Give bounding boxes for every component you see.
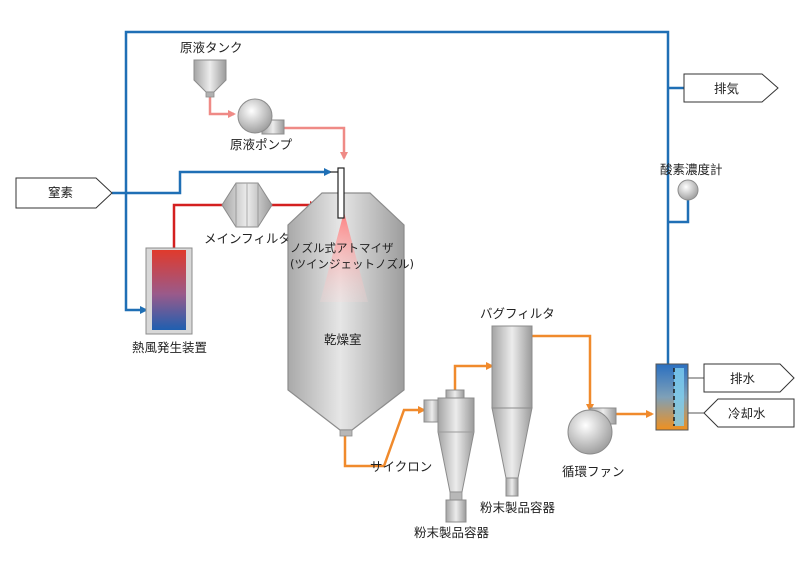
nitrogen-lines bbox=[112, 30, 690, 368]
raw-liquid-pump bbox=[237, 98, 285, 135]
main-filter-label: メインフィルタ bbox=[204, 231, 291, 246]
heater-label: 熱風発生装置 bbox=[132, 340, 207, 355]
drain-water-tag: 排水 bbox=[703, 363, 795, 393]
oxygen-meter bbox=[677, 179, 699, 201]
bagfilter-to-fan-line bbox=[532, 334, 594, 412]
circulation-fan-label: 循環ファン bbox=[562, 464, 625, 479]
nitrogen-label: 窒素 bbox=[48, 185, 73, 200]
powder-container-bag-label: 粉末製品容器 bbox=[480, 500, 556, 515]
liquid-line-tank-pump bbox=[208, 96, 236, 118]
atomizer-label-1: ノズル式アトマイザ bbox=[290, 241, 394, 255]
cooling-water-tag: 冷却水 bbox=[703, 398, 795, 428]
main-filter bbox=[221, 182, 273, 228]
cyclone bbox=[423, 389, 475, 523]
bag-filter-label: バグフィルタ bbox=[480, 306, 555, 321]
raw-pump-label: 原液ポンプ bbox=[230, 137, 293, 152]
powder-lines bbox=[343, 334, 654, 468]
atomizer-label-2: (ツインジェットノズル) bbox=[290, 257, 414, 271]
chamber-to-cyclone-line bbox=[343, 406, 426, 468]
raw-liquid-tank bbox=[193, 59, 227, 98]
spray-cone bbox=[320, 212, 368, 302]
atomizer-nozzle bbox=[330, 167, 345, 219]
cyclone-label: サイクロン bbox=[370, 459, 432, 474]
liquid-line-pump-nozzle bbox=[284, 126, 348, 160]
hot-air-generator bbox=[145, 247, 193, 335]
cyclone-to-bagfilter-line bbox=[453, 362, 494, 394]
drying-chamber bbox=[287, 192, 405, 437]
powder-container-cyclone-label: 粉末製品容器 bbox=[414, 525, 490, 540]
exhaust-label: 排気 bbox=[714, 81, 739, 96]
oxygen-meter-line bbox=[668, 200, 690, 224]
nitrogen-loop-line bbox=[124, 30, 670, 368]
nitrogen-supply-line bbox=[112, 168, 332, 195]
nitrogen-tag: 窒素 bbox=[15, 177, 113, 209]
liquid-lines bbox=[208, 96, 348, 160]
bag-filter bbox=[491, 325, 533, 497]
circulation-fan bbox=[567, 407, 617, 455]
drying-chamber-label: 乾燥室 bbox=[324, 332, 362, 347]
raw-tank-label: 原液タンク bbox=[180, 40, 243, 55]
drain-water-label: 排水 bbox=[730, 371, 756, 386]
cooling-water-label: 冷却水 bbox=[728, 406, 766, 421]
drain-water-line bbox=[688, 377, 704, 414]
oxygen-meter-label: 酸素濃度計 bbox=[660, 162, 723, 177]
exhaust-tag: 排気 bbox=[683, 73, 779, 103]
condenser bbox=[655, 363, 689, 431]
